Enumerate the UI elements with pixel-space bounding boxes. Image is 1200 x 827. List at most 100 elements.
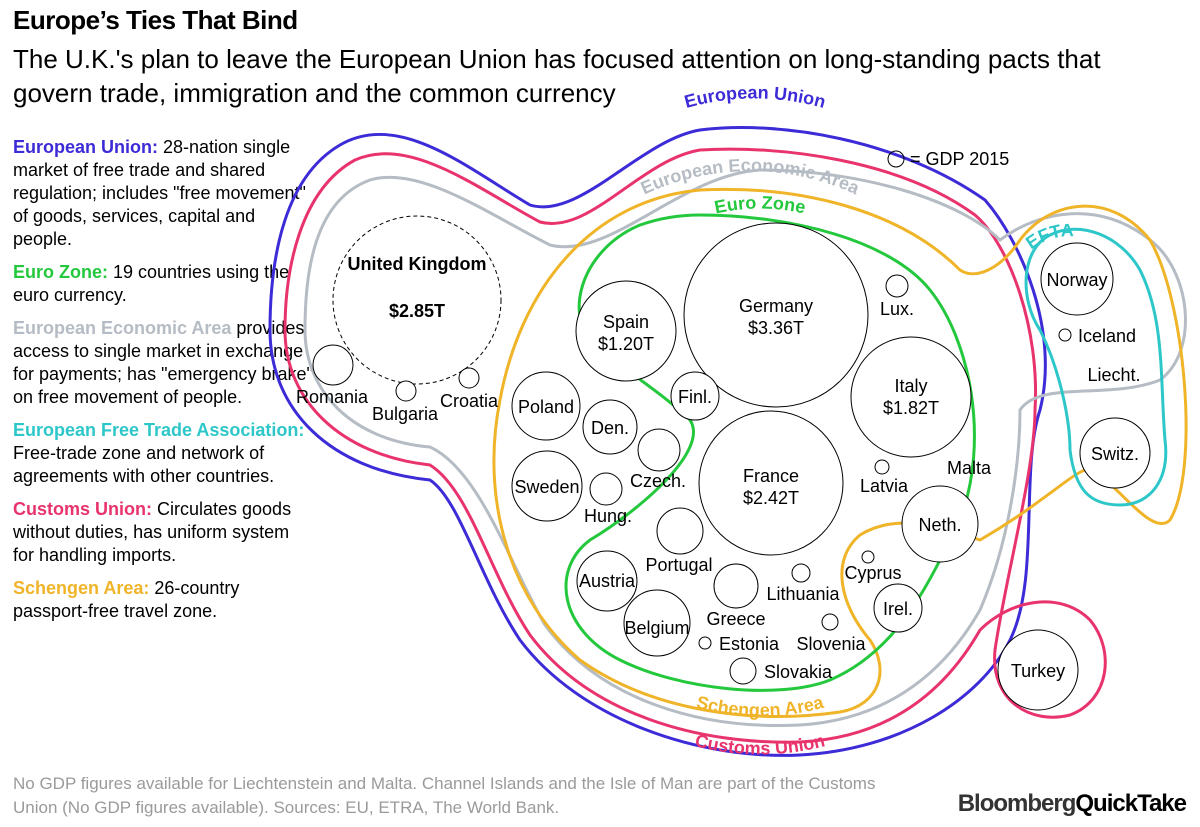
european-union-boundary — [268, 126, 1047, 757]
customs-union-boundary — [283, 147, 1107, 744]
country-label-lux: Lux. — [880, 299, 914, 319]
country-circle-norway — [1040, 242, 1114, 316]
euro-zone-boundary — [564, 213, 976, 692]
country-label-sweden: Sweden — [514, 477, 579, 497]
country-circle-italy — [850, 336, 972, 458]
country-circle-czech — [637, 428, 681, 472]
country-gdp-germany: $3.36T — [748, 318, 804, 338]
legend-term: European Economic Area — [13, 318, 232, 338]
country-label-austria: Austria — [579, 571, 636, 591]
country-circle-belgium — [623, 589, 691, 657]
country-circle-switz — [1079, 417, 1151, 489]
country-gdp-spain: $1.20T — [598, 334, 654, 354]
gdp-key-circle — [887, 150, 905, 168]
legend-item-efta: European Free Trade Association: Free-tr… — [13, 419, 313, 488]
country-label-turkey: Turkey — [1011, 661, 1065, 681]
country-label-uk: United Kingdom — [348, 254, 487, 274]
legend-item-schengen: Schengen Area: 26-country passport-free … — [13, 577, 313, 623]
country-circle-estonia — [698, 636, 712, 650]
country-label-poland: Poland — [518, 397, 574, 417]
country-label-romania: Romania — [296, 387, 369, 407]
country-circle-austria — [576, 550, 638, 612]
bloomberg-quicktake-logo: BloombergQuickTake — [957, 790, 1187, 818]
country-circle-romania — [312, 344, 354, 386]
country-circle-irel — [873, 583, 923, 633]
country-label-hung: Hung. — [584, 506, 632, 526]
efta-boundary — [1024, 227, 1168, 507]
country-circle-croatia — [458, 367, 480, 389]
country-circle-uk — [332, 215, 502, 385]
country-circle-slovakia — [729, 657, 757, 685]
country-label-latvia: Latvia — [860, 476, 909, 496]
brand-part2: QuickTake — [1075, 790, 1187, 817]
country-label-belgium: Belgium — [624, 618, 689, 638]
country-label-neth: Neth. — [918, 515, 961, 535]
country-label-switz: Switz. — [1091, 444, 1139, 464]
country-circle-bulgaria — [395, 380, 417, 402]
country-circle-spain — [575, 280, 677, 382]
legend-term: Customs Union: — [13, 499, 152, 519]
country-label-malta: Malta — [947, 458, 992, 478]
brand-part1: Bloomberg — [957, 790, 1077, 817]
legend-item-euro-zone: Euro Zone: 19 countries using the euro c… — [13, 261, 313, 307]
page-title: Europe’s Ties That Bind — [13, 5, 298, 35]
ring-label-euro-zone: Euro Zone — [713, 193, 808, 218]
legend-item-eea: European Economic Area provides access t… — [13, 317, 313, 409]
legend-text: 28-nation single market of free trade an… — [13, 137, 306, 249]
country-label-den: Den. — [591, 418, 629, 438]
country-circle-turkey — [997, 629, 1079, 711]
country-label-portugal: Portugal — [645, 555, 712, 575]
country-gdp-uk: $2.85T — [389, 301, 445, 321]
legend-item-european-union: European Union: 28-nation single market … — [13, 136, 313, 251]
country-circle-sweden — [511, 450, 583, 522]
country-label-finl: Finl. — [678, 387, 712, 407]
country-label-lithuania: Lithuania — [766, 584, 840, 604]
legend-term: Euro Zone: — [13, 262, 108, 282]
page-subtitle: The U.K.'s plan to leave the European Un… — [13, 44, 1101, 108]
country-gdp-france: $2.42T — [743, 488, 799, 508]
country-label-croatia: Croatia — [440, 391, 499, 411]
country-label-irel: Irel. — [883, 599, 913, 619]
country-label-liecht: Liecht. — [1087, 365, 1140, 385]
country-circle-neth — [901, 485, 979, 563]
country-label-france: France — [743, 466, 799, 486]
country-label-slovakia: Slovakia — [764, 662, 833, 682]
legend-term: European Union: — [13, 137, 158, 157]
legend-text: 26-country passport-free travel zone. — [13, 578, 240, 621]
country-label-italy: Italy — [894, 376, 927, 396]
country-circle-lux — [885, 274, 909, 298]
country-gdp-italy: $1.82T — [883, 398, 939, 418]
country-circle-den — [582, 399, 638, 455]
legend-item-customs-union: Customs Union: Circulates goods without … — [13, 498, 313, 567]
country-circle-poland — [511, 371, 581, 441]
ring-label-eea: European Economic Area — [638, 155, 864, 199]
legend-text: Free-trade zone and network of agreement… — [13, 443, 275, 486]
country-label-bulgaria: Bulgaria — [372, 404, 439, 424]
country-circle-portugal — [656, 507, 704, 555]
country-circle-germany — [683, 222, 869, 408]
legend-term: European Free Trade Association: — [13, 420, 305, 440]
country-label-spain: Spain — [603, 312, 649, 332]
country-circle-iceland — [1058, 328, 1072, 342]
legend-term: Schengen Area: — [13, 578, 150, 598]
legend-text: Circulates goods without duties, has uni… — [13, 499, 292, 565]
country-circle-lithuania — [791, 563, 811, 583]
country-circle-latvia — [874, 459, 890, 475]
gdp-key-label: = GDP 2015 — [910, 149, 1009, 169]
ring-label-european-union: European Union — [682, 82, 828, 111]
footnote: No GDP figures available for Liechtenste… — [13, 774, 876, 817]
country-label-iceland: Iceland — [1078, 326, 1136, 346]
country-label-germany: Germany — [739, 296, 813, 316]
country-circle-finl — [670, 371, 720, 421]
country-circle-france — [698, 410, 844, 556]
legend: European Union: 28-nation single market … — [13, 136, 313, 633]
country-label-estonia: Estonia — [719, 634, 780, 654]
country-circle-greece — [713, 563, 759, 609]
legend-text: provides access to single market in exch… — [13, 318, 313, 407]
country-circle-cyprus — [861, 550, 875, 564]
country-circle-slovenia — [821, 613, 839, 631]
country-circle-hung — [589, 472, 623, 506]
eea-boundary — [303, 168, 1187, 728]
legend-text: 19 countries using the euro currency. — [13, 262, 290, 305]
